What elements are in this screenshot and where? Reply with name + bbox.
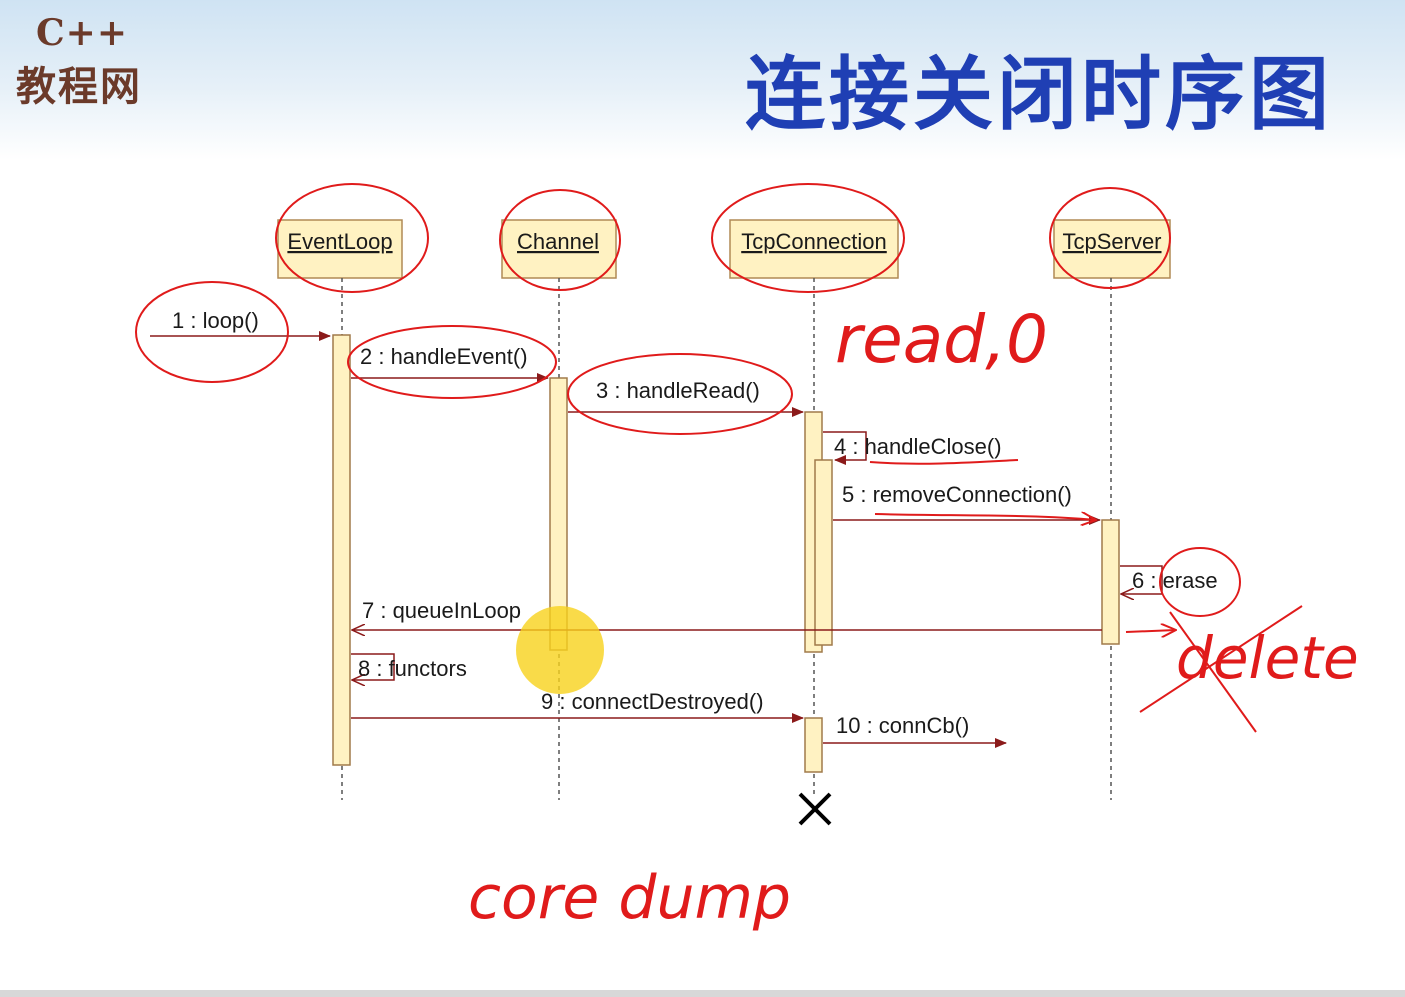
message-8: 8 : functors: [351, 653, 467, 681]
annotation-core-dump: core dump: [468, 863, 791, 933]
logo-text: 教程网: [16, 64, 142, 110]
bottom-edge: [0, 990, 1405, 997]
message-9-label: 9 : connectDestroyed(): [541, 689, 764, 714]
message-8-label: 8 : functors: [358, 656, 467, 681]
annotation-read: read,0: [835, 301, 1048, 378]
handdrawn-circle-loop: [135, 281, 289, 383]
handdrawn-circle-tcpconnection: [711, 183, 905, 293]
message-6-label: 6 : erase: [1132, 568, 1218, 593]
message-6: 6 : erase: [1120, 565, 1218, 594]
lifeline-tcpserver: TcpServer: [1053, 219, 1171, 800]
message-9: 9 : connectDestroyed(): [351, 689, 804, 723]
handdrawn-circle-eventloop: [275, 183, 429, 293]
lifeline-channel: Channel: [501, 219, 617, 800]
annotation-delete: delete: [1176, 624, 1359, 692]
message-7-label: 7 : queueInLoop: [362, 598, 521, 623]
message-1: 1 : loop(): [150, 308, 331, 341]
message-2-label: 2 : handleEvent(): [360, 344, 528, 369]
handdrawn-arrow-delete: [1125, 630, 1176, 632]
lifeline-channel-label: Channel: [517, 229, 599, 254]
message-5: 5 : removeConnection(): [833, 482, 1101, 525]
message-4-label: 4 : handleClose(): [834, 434, 1002, 459]
message-5-label: 5 : removeConnection(): [842, 482, 1072, 507]
handdrawn-circle-tcpserver: [1049, 187, 1171, 289]
activation-tcpconnection-inner: [814, 459, 833, 646]
message-7: 7 : queueInLoop: [352, 598, 1102, 630]
handdrawn-underline-removeconnection: [874, 514, 1096, 520]
delete-strikethrough: [1139, 605, 1303, 733]
lifeline-tcpconnection-label: TcpConnection: [741, 229, 887, 254]
activation-tcpserver: [1101, 519, 1120, 645]
activation-tcpconnection-final: [804, 717, 823, 773]
destroy-x-icon: [798, 792, 832, 826]
handdrawn-circle-handleread: [567, 353, 793, 435]
handdrawn-circles: [135, 183, 1241, 632]
message-1-label: 1 : loop(): [172, 308, 259, 333]
lifeline-eventloop: EventLoop: [277, 219, 403, 800]
handdrawn-circle-channel: [499, 189, 621, 291]
lifeline-eventloop-label: EventLoop: [287, 229, 392, 254]
message-2: 2 : handleEvent(): [351, 344, 549, 383]
lifeline-tcpserver-label: TcpServer: [1062, 229, 1161, 254]
header-banner: [0, 0, 1405, 160]
logo-cpp: C++: [36, 12, 128, 54]
message-10: 10 : connCb(): [823, 713, 1007, 748]
slide-title: 连接关闭时序图: [745, 48, 1333, 141]
message-10-label: 10 : connCb(): [836, 713, 969, 738]
message-4: 4 : handleClose(): [823, 431, 1002, 465]
handdrawn-underline-handleclose: [869, 459, 1019, 465]
cursor-highlight: [516, 606, 604, 694]
handdrawn-circle-erase: [1159, 547, 1241, 617]
message-3: 3 : handleRead(): [568, 378, 804, 417]
activation-eventloop: [332, 334, 351, 766]
handdrawn-circle-handleevent: [347, 325, 557, 399]
message-3-label: 3 : handleRead(): [596, 378, 760, 403]
